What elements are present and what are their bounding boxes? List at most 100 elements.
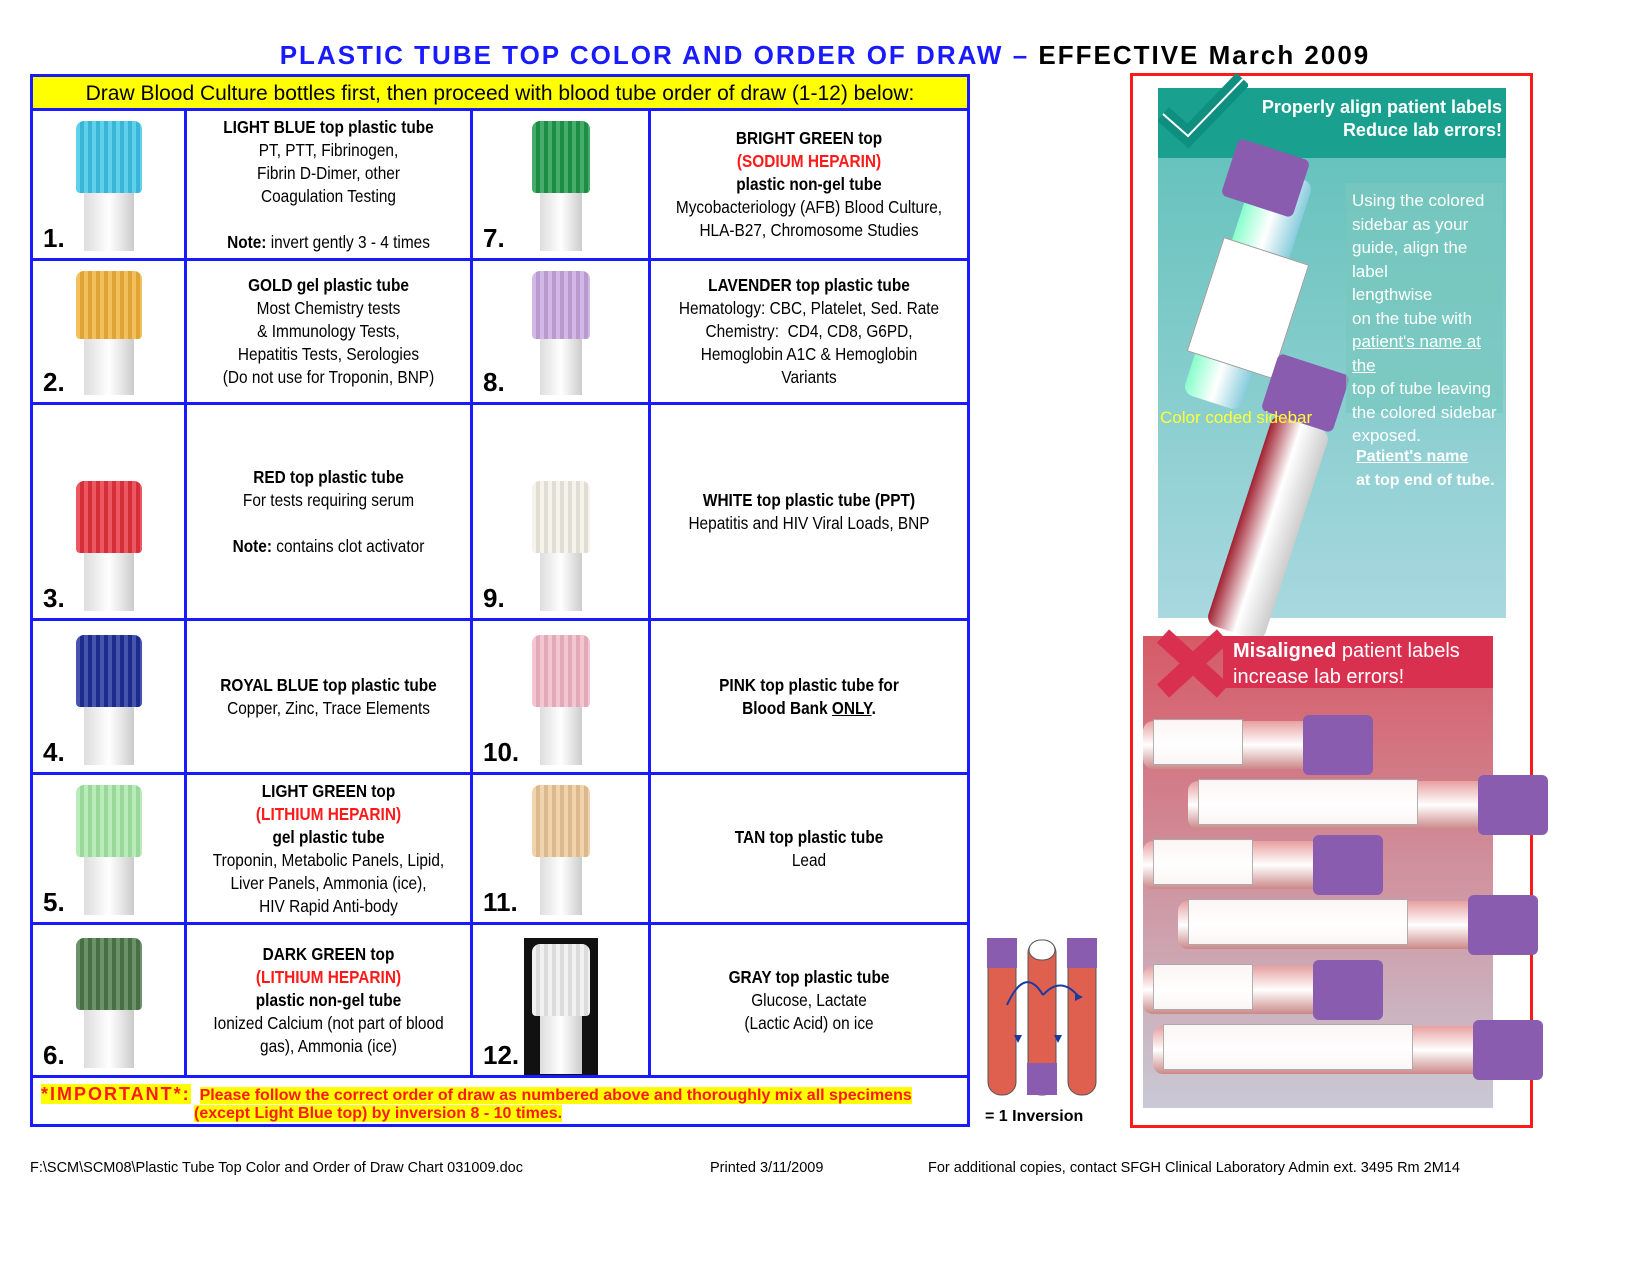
tube-image: 6. — [33, 925, 187, 1078]
description-line: HIV Rapid Anti-body — [259, 895, 398, 916]
tube-image: 12. — [473, 925, 651, 1078]
tube-description: LIGHT GREEN top(LITHIUM HEPARIN)gel plas… — [187, 775, 473, 925]
description-line: gel plastic tube — [272, 826, 385, 847]
tube-icon — [75, 635, 142, 765]
tube-image: 8. — [473, 261, 651, 405]
instruction-line: exposed. — [1352, 426, 1421, 445]
draw-order-number: 3. — [43, 583, 65, 613]
description-line: LAVENDER top plastic tube — [708, 275, 910, 295]
description-line: DARK GREEN top — [262, 943, 395, 964]
tube-icon — [75, 271, 142, 395]
description-line: LIGHT GREEN top — [261, 780, 396, 801]
description-line: GOLD gel plastic tube — [248, 275, 409, 295]
description-line: Hemoglobin A1C & Hemoglobin — [700, 344, 918, 364]
draw-order-number: 6. — [43, 1040, 65, 1070]
tube-image: 10. — [473, 621, 651, 775]
tube-icon — [531, 481, 590, 611]
tube-icon — [75, 121, 142, 251]
table-header: Draw Blood Culture bottles first, then p… — [33, 77, 967, 111]
description-line: & Immunology Tests, — [257, 321, 400, 341]
description-line: Hepatitis and HIV Viral Loads, BNP — [688, 512, 930, 533]
tube-image: 7. — [473, 111, 651, 261]
draw-order-number: 9. — [483, 583, 505, 613]
description-line: Note: invert gently 3 - 4 times — [227, 231, 430, 252]
description-line: RED top plastic tube — [253, 466, 404, 487]
description-line: Glucose, Lactate — [751, 989, 867, 1010]
instruction-line: patient's name at the — [1352, 332, 1481, 375]
description-line: Chemistry: CD4, CD8, G6PD, — [705, 321, 913, 341]
description-line: Liver Panels, Ammonia (ice), — [230, 872, 427, 893]
description-line: Blood Bank ONLY. — [742, 697, 876, 718]
description-line: Most Chemistry tests — [256, 298, 401, 318]
instruction-line: sidebar as your — [1352, 214, 1469, 234]
inversion-diagram: = 1 Inversion — [985, 935, 1100, 1125]
description-line: Note: contains clot activator — [232, 535, 425, 556]
description-line: Ionized Calcium (not part of blood — [213, 1012, 444, 1033]
tube-image: 11. — [473, 775, 651, 925]
tube-image: 9. — [473, 405, 651, 621]
description-line: plastic non-gel tube — [255, 989, 402, 1010]
instruction-line: Using the colored — [1352, 191, 1485, 210]
description-line: TAN top plastic tube — [734, 826, 884, 847]
tube-icon — [531, 635, 590, 765]
tube-icon — [523, 938, 598, 1075]
draw-order-number: 12. — [483, 1040, 520, 1070]
description-line: gas), Ammonia (ice) — [260, 1035, 397, 1056]
description-line: ROYAL BLUE top plastic tube — [220, 674, 437, 695]
description-line — [326, 512, 330, 535]
description-line: (Lactic Acid) on ice — [744, 1012, 874, 1033]
printed-date: Printed 3/11/2009 — [710, 1160, 824, 1176]
description-line: Mycobacteriology (AFB) Blood Culture, — [675, 197, 943, 217]
description-line: (LITHIUM HEPARIN) — [255, 803, 402, 824]
description-line: plastic non-gel tube — [736, 174, 882, 194]
instruction-line: guide, align the label — [1352, 238, 1468, 281]
x-mark-icon — [1156, 629, 1230, 698]
instruction-line: top of tube leaving — [1352, 379, 1491, 398]
inversion-icon — [987, 938, 1097, 1096]
description-line: Lead — [791, 849, 827, 870]
tube-image: 4. — [33, 621, 187, 775]
instruction-line: the colored sidebar — [1352, 402, 1497, 422]
description-line: (LITHIUM HEPARIN) — [255, 966, 402, 987]
description-line: Hepatitis Tests, Serologies — [237, 344, 420, 364]
description-line: Coagulation Testing — [261, 185, 396, 206]
draw-order-number: 10. — [483, 737, 520, 767]
page-title: PLASTIC TUBE TOP COLOR AND ORDER OF DRAW… — [279, 40, 1371, 70]
description-line: (SODIUM HEPARIN) — [736, 151, 882, 171]
tube-image: 3. — [33, 405, 187, 621]
description-line: Copper, Zinc, Trace Elements — [227, 697, 430, 718]
description-line: Troponin, Metabolic Panels, Lipid, — [212, 849, 445, 870]
description-line: BRIGHT GREEN top — [735, 128, 883, 148]
draw-order-number: 11. — [483, 887, 518, 917]
instruction-line: lengthwise — [1352, 285, 1433, 304]
important-note: *IMPORTANT*: Please follow the correct o… — [41, 1084, 912, 1122]
description-line: GRAY top plastic tube — [728, 966, 890, 987]
description-line: Hematology: CBC, Platelet, Sed. Rate — [678, 298, 940, 318]
description-line: LIGHT BLUE top plastic tube — [223, 116, 434, 137]
contact-info: For additional copies, contact SFGH Clin… — [928, 1160, 1460, 1176]
checkmark-icon — [1158, 74, 1248, 149]
description-line: PT, PTT, Fibrinogen, — [258, 139, 399, 160]
draw-order-number: 4. — [43, 737, 65, 767]
tube-description: WHITE top plastic tube (PPT)Hepatitis an… — [651, 405, 970, 621]
description-line: HLA-B27, Chromosome Studies — [699, 220, 919, 240]
tube-icon — [531, 121, 590, 251]
draw-order-number: 1. — [43, 223, 65, 253]
draw-order-number: 8. — [483, 367, 505, 397]
draw-order-number: 2. — [43, 367, 65, 397]
tube-image: 5. — [33, 775, 187, 925]
draw-order-number: 5. — [43, 887, 65, 917]
description-line: Variants — [781, 367, 837, 387]
file-path: F:\SCM\SCM08\Plastic Tube Top Color and … — [30, 1160, 523, 1176]
instruction-line: on the tube with — [1352, 308, 1473, 328]
